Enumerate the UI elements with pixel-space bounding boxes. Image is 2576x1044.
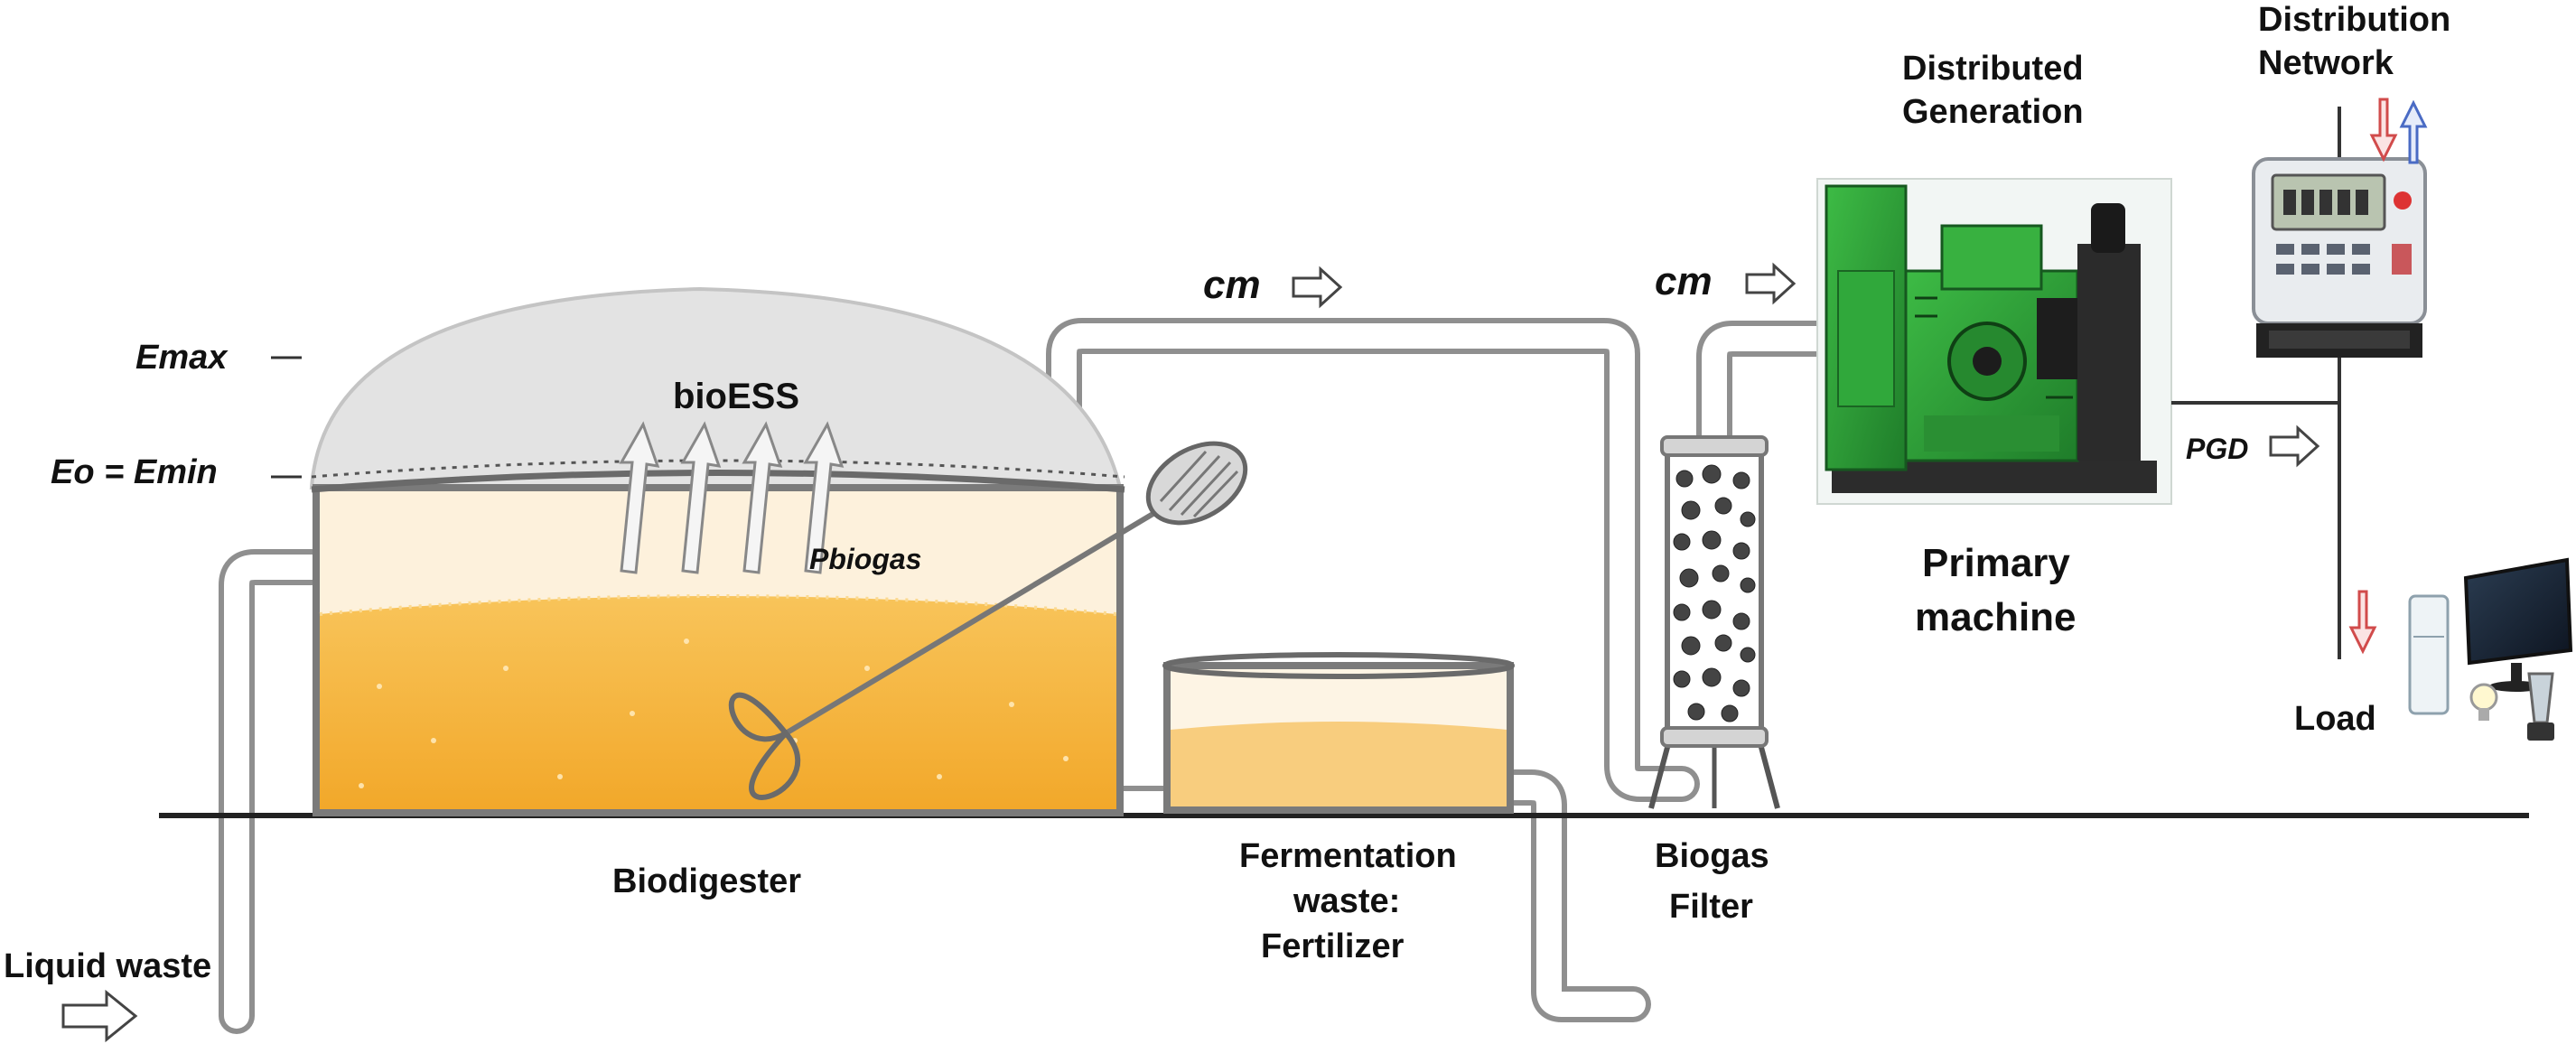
- emax-label: Emax: [135, 339, 229, 377]
- p-gd-label: PGD: [2186, 433, 2248, 465]
- filter-label-1: Biogas: [1655, 837, 1769, 875]
- right-arrow-icon: [1745, 262, 1797, 305]
- bioess-label: bioESS: [673, 377, 799, 416]
- dg-label-1: Distributed: [1902, 50, 2084, 88]
- monitor-icon: [2463, 557, 2573, 692]
- e0-emin-label: Eo = Emin: [51, 453, 218, 491]
- cm-top-label: cm: [1203, 263, 1261, 307]
- network-label-2: Network: [2258, 44, 2394, 82]
- biodigester: [309, 286, 1125, 816]
- meter-icon: [2252, 107, 2427, 659]
- slurry: [320, 596, 1116, 809]
- pm-label-2: machine: [1915, 595, 2077, 639]
- liquid-waste-label: Liquid waste: [4, 947, 211, 985]
- down-arrow-icon: [2369, 98, 2398, 163]
- fermentation-label-2: waste:: [1293, 882, 1400, 920]
- right-arrow-icon: [2269, 424, 2320, 468]
- load-appliances: [2408, 557, 2573, 741]
- generator-image: [1816, 178, 2172, 505]
- cm-filter-label: cm: [1655, 259, 1713, 303]
- right-arrow-icon: [61, 989, 138, 1043]
- biogas-filter: [1648, 435, 1780, 809]
- up-arrow-icon: [2399, 99, 2428, 164]
- fermentation-label-3: Fertilizer: [1261, 927, 1405, 965]
- filter-label-2: Filter: [1669, 888, 1753, 926]
- fermentation-tank: [1162, 652, 1515, 814]
- right-arrow-icon: [1292, 266, 1343, 309]
- gas-dome: [309, 286, 1123, 489]
- pipes: [219, 318, 1844, 1034]
- pm-label-1: Primary: [1922, 541, 2070, 585]
- dg-label-2: Generation: [1902, 93, 2084, 131]
- network-label-1: Distribution: [2258, 1, 2450, 39]
- load-label: Load: [2294, 700, 2376, 738]
- fermentation-label-1: Fermentation: [1239, 837, 1457, 875]
- mixer-icon: [728, 441, 1248, 800]
- biodigester-label: Biodigester: [612, 862, 801, 900]
- biogas-release-arrows: [619, 421, 845, 574]
- down-arrow-icon: [2348, 590, 2377, 655]
- p-biogas-label: Pbiogas: [809, 543, 921, 575]
